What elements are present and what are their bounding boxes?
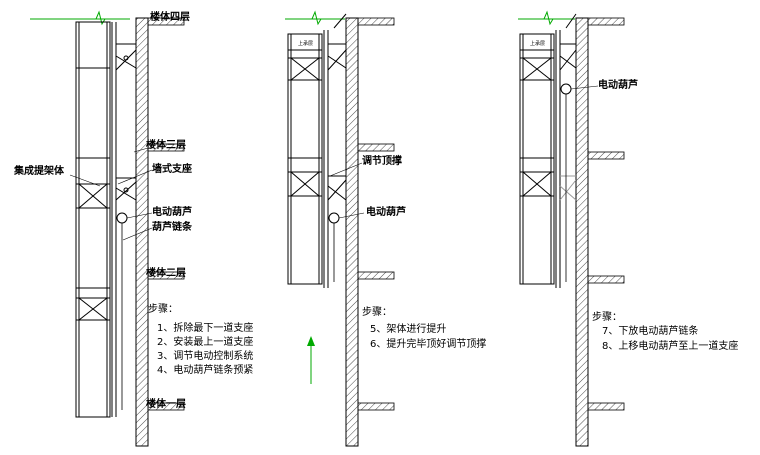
- steps-title-2: 步骤：: [362, 307, 392, 318]
- top-tag-3: 上承层: [530, 41, 546, 47]
- steps-title-1: 步骤：: [148, 304, 178, 315]
- floor-slab-3c: [587, 275, 625, 284]
- building-wall-2: [345, 17, 359, 447]
- electric-hoist-1: [116, 212, 128, 224]
- wall-support-mid-2: [327, 175, 347, 201]
- step-3: 3、调节电动控制系统: [157, 351, 254, 362]
- leader-lines-3: [570, 85, 599, 90]
- label-wall-support: 墙式支座: [152, 164, 192, 175]
- label-hoist-2: 电动葫芦: [366, 207, 406, 218]
- floor-slab-2b: [357, 143, 395, 152]
- green-arrow-head: [307, 336, 315, 346]
- label-integrated-frame: 集成提架体: [14, 166, 64, 177]
- floor-slab-2a: [357, 17, 395, 26]
- step-5: 5、架体进行提升: [370, 324, 447, 335]
- electric-hoist-2: [328, 212, 340, 224]
- climbing-frame-1: [75, 21, 117, 418]
- floor-slab-3d: [587, 402, 625, 411]
- floor-slab-1: [147, 402, 185, 411]
- break-mark-2: [311, 10, 322, 26]
- wall-support-mid-3: [559, 175, 577, 201]
- step-7: 7、下放电动葫芦链条: [602, 326, 699, 337]
- panel-2: [285, 10, 395, 447]
- label-floor4: 楼体四层: [150, 12, 190, 23]
- label-floor1: 楼体一层: [146, 399, 186, 410]
- wall-support-mid-1: [115, 177, 137, 201]
- step-4: 4、电动葫芦链条预紧: [157, 365, 254, 376]
- break-mark-3: [543, 10, 554, 26]
- floor-slab-2c: [357, 271, 395, 280]
- step-2: 2、安装最上一道支座: [157, 337, 254, 348]
- label-floor3: 楼体三层: [146, 140, 186, 151]
- climbing-frame-3: [519, 30, 561, 288]
- floor-slab-4: [147, 17, 185, 26]
- floor-slab-3a: [587, 17, 625, 26]
- label-adjust-brace: 调节顶撑: [362, 156, 402, 167]
- panel-1: [30, 10, 185, 447]
- leader-lines-2: [329, 162, 365, 219]
- wall-support-top-2: [327, 13, 347, 71]
- top-tag-2: 上承层: [298, 41, 314, 47]
- building-wall-3: [575, 17, 589, 447]
- label-hoist-3: 电动葫芦: [598, 80, 638, 91]
- climbing-frame-2: [287, 30, 329, 288]
- leader-lines-1: [69, 147, 153, 241]
- step-1: 1、拆除最下一道支座: [157, 323, 254, 334]
- step-6: 6、提升完毕顶好调节顶撑: [370, 339, 487, 350]
- steps-title-3: 步骤：: [592, 312, 622, 323]
- floor-slab-2: [147, 271, 185, 280]
- floor-slab-2d: [357, 402, 395, 411]
- floor-slab-3b: [587, 151, 625, 160]
- label-floor2: 楼体二层: [146, 268, 186, 279]
- panel-3: [518, 10, 625, 447]
- wall-support-top-3: [559, 13, 577, 71]
- wall-support-top-1: [115, 43, 137, 71]
- label-hoist-1: 电动葫芦: [152, 207, 192, 218]
- step-8: 8、上移电动葫芦至上一道支座: [602, 341, 739, 352]
- electric-hoist-3: [560, 83, 572, 95]
- floor-slab-3: [147, 143, 185, 152]
- label-hoist-chain: 葫芦链条: [152, 222, 192, 233]
